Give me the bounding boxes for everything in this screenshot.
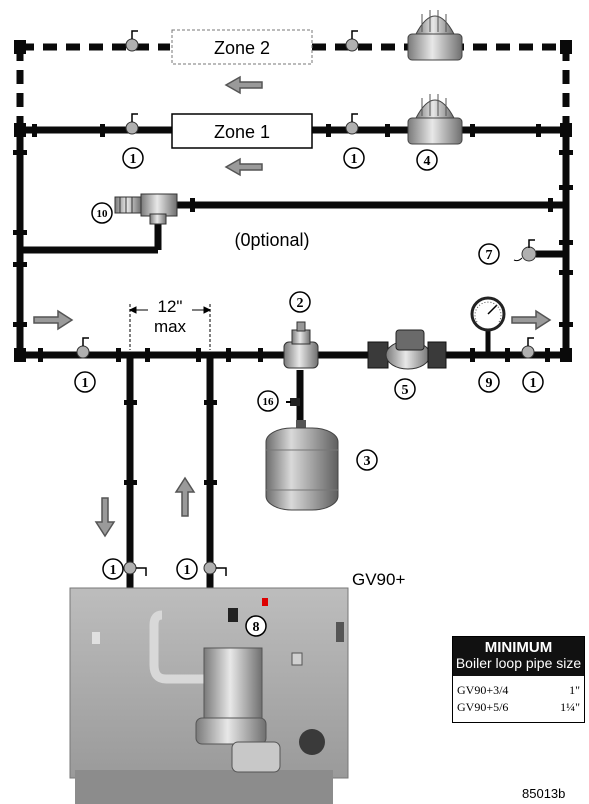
zone2-label: Zone 2 xyxy=(214,38,270,58)
pressure-gauge-icon xyxy=(470,296,506,352)
circulator-pump-icon xyxy=(367,329,447,370)
zone1-label: Zone 1 xyxy=(214,122,270,142)
callout-16: 16 xyxy=(263,396,275,408)
table-subtitle: Boiler loop pipe size xyxy=(455,655,582,671)
reference-code: 85013b xyxy=(522,786,566,801)
table-header: MINIMUM Boiler loop pipe size xyxy=(453,637,584,676)
callout-10: 10 xyxy=(97,208,109,220)
boiler-model-label: GV90+ xyxy=(352,570,406,589)
callout-7: 7 xyxy=(486,248,493,263)
callout-5: 5 xyxy=(402,383,409,398)
air-vent-icon xyxy=(513,239,537,262)
boiler-unit xyxy=(69,587,349,804)
dimension-distance: 12" xyxy=(158,297,183,316)
table-cell-size: 1¼" xyxy=(560,700,580,714)
minimum-pipe-size-table: MINIMUM Boiler loop pipe size GV90+3/4 1… xyxy=(452,636,585,723)
fill-valve-icon xyxy=(283,321,319,369)
table-body: GV90+3/4 1" GV90+5/6 1¼" xyxy=(453,676,584,722)
table-row: GV90+5/6 1¼" xyxy=(457,699,580,716)
table-cell-size: 1" xyxy=(569,683,580,697)
drain-valve-icon xyxy=(286,398,300,406)
callout-markers xyxy=(74,147,544,637)
callout-1-loop-left: 1 xyxy=(82,376,89,391)
callout-2: 2 xyxy=(297,296,304,311)
zone-valve-icon xyxy=(407,10,463,145)
valve-handles xyxy=(82,30,534,576)
zone2-box xyxy=(171,29,313,65)
callout-1-loop-right: 1 xyxy=(530,376,537,391)
table-row: GV90+3/4 1" xyxy=(457,682,580,699)
callout-8: 8 xyxy=(253,620,260,635)
mixing-valve-icon xyxy=(114,193,178,225)
isolation-valve-icon xyxy=(76,38,535,575)
callout-1-boiler-return: 1 xyxy=(110,563,117,578)
dimension-marker xyxy=(128,304,212,350)
zone1-box xyxy=(171,113,313,149)
expansion-tank-icon xyxy=(265,420,339,511)
callout-4: 4 xyxy=(424,154,431,169)
optional-label: (0ptional) xyxy=(234,230,309,250)
callout-1-zone1-left: 1 xyxy=(130,152,137,167)
callout-3: 3 xyxy=(364,454,371,469)
table-cell-model: GV90+5/6 xyxy=(457,700,509,714)
callout-1-zone1-right: 1 xyxy=(351,152,358,167)
table-cell-model: GV90+3/4 xyxy=(457,683,509,697)
pipe-couplings xyxy=(13,40,573,485)
dimension-limit: max xyxy=(154,317,187,336)
callout-9: 9 xyxy=(486,376,493,391)
table-title: MINIMUM xyxy=(484,639,553,656)
callout-1-boiler-supply: 1 xyxy=(184,563,191,578)
flow-arrow-icon xyxy=(33,75,552,538)
